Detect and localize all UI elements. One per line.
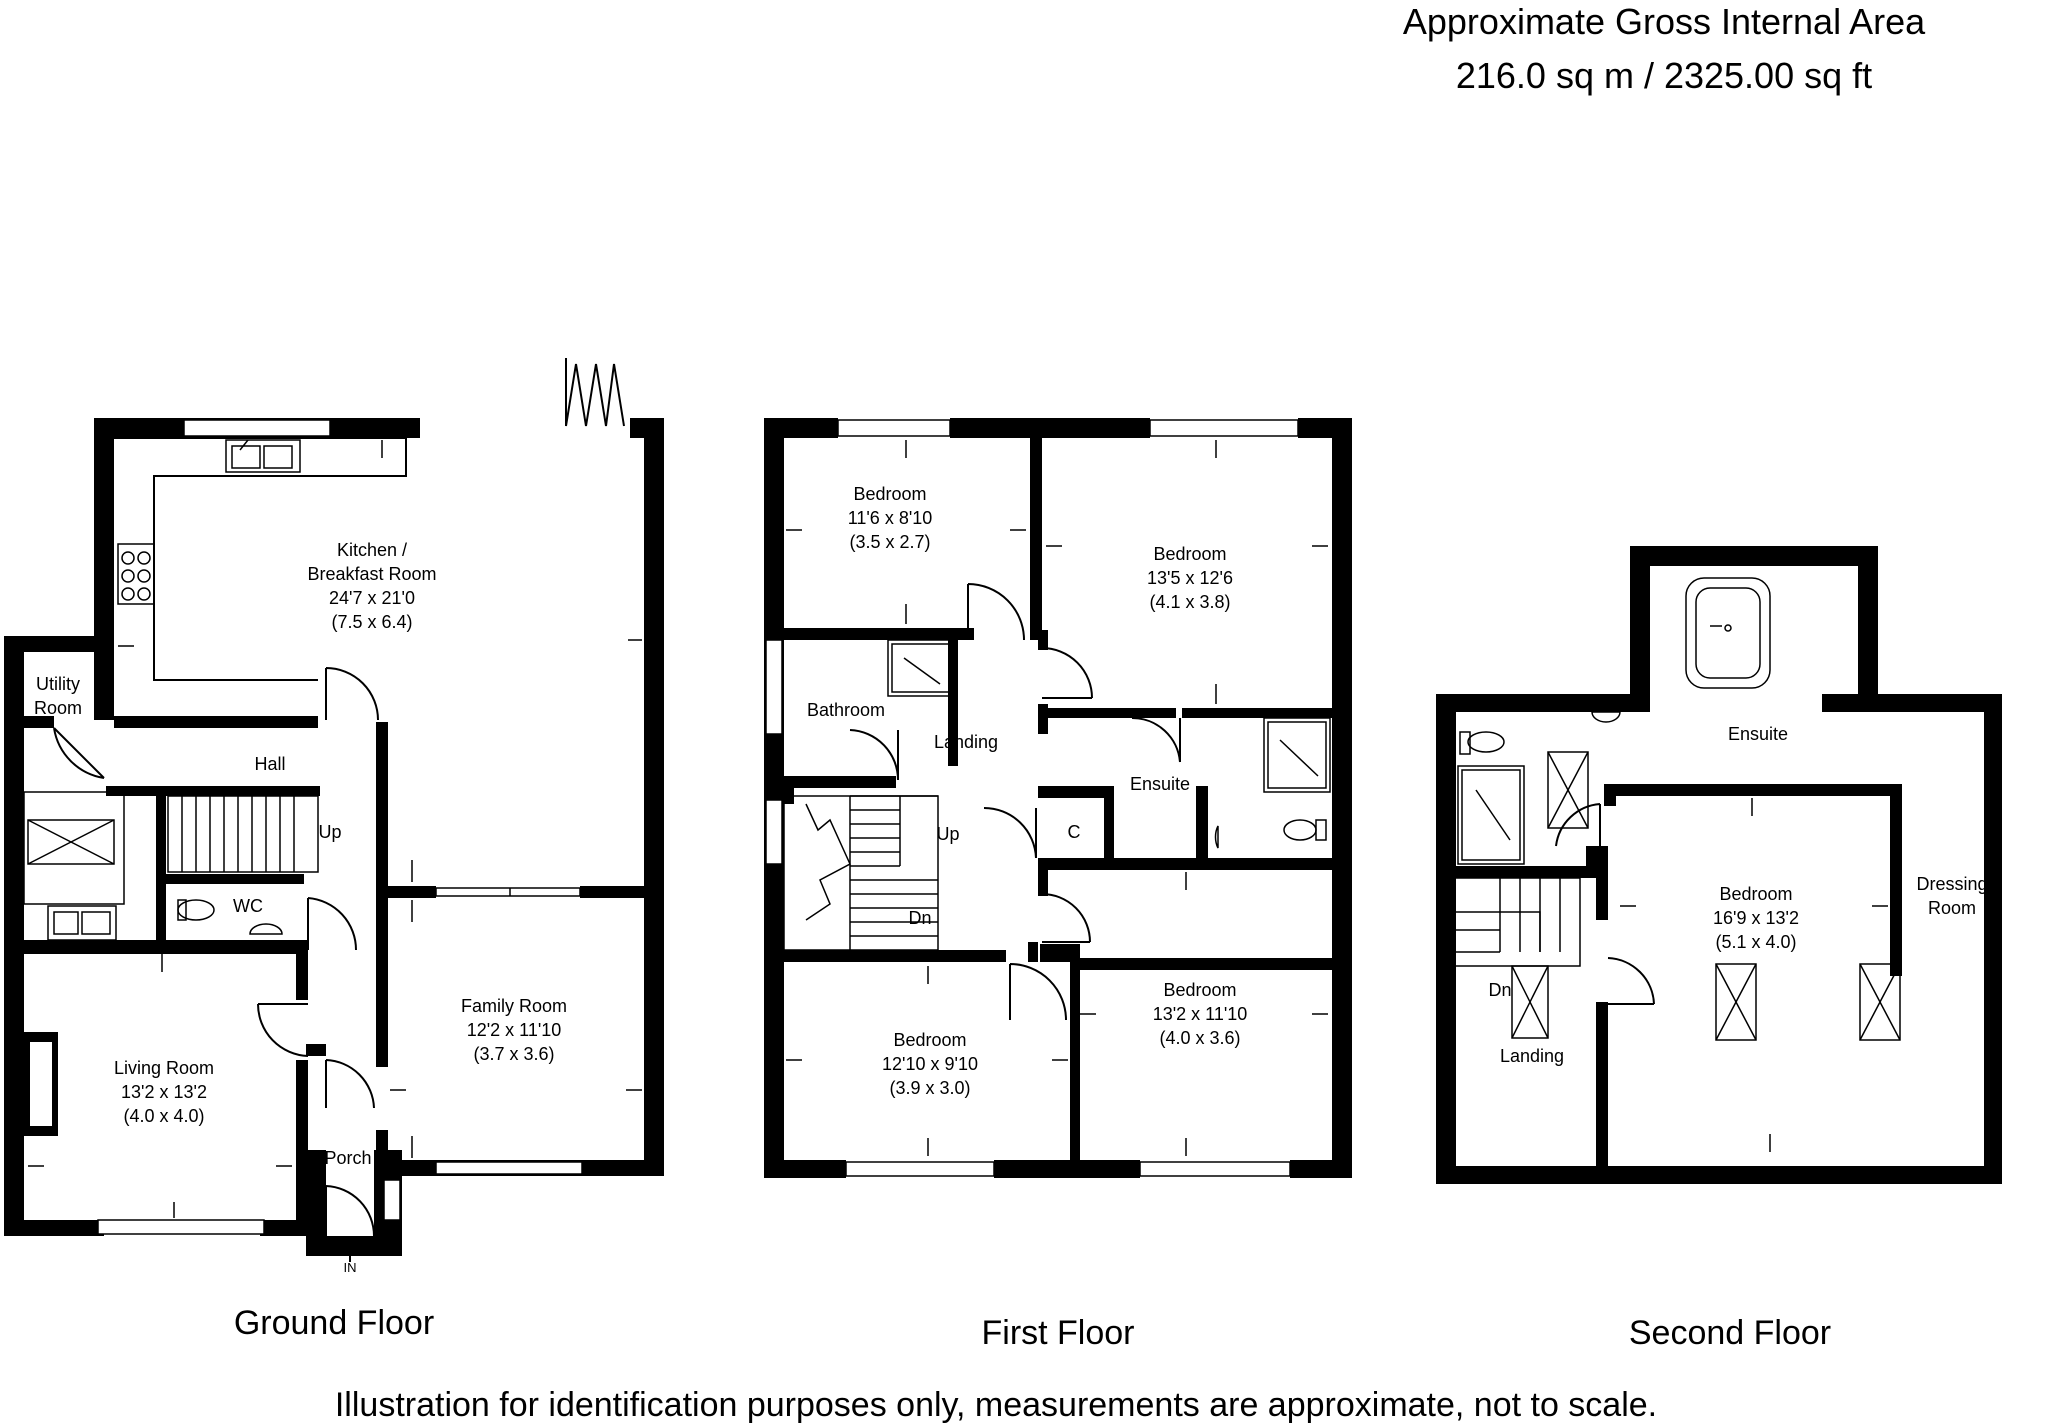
ground-stairs-up: Up <box>318 822 341 842</box>
kitchen-metric: (7.5 x 6.4) <box>331 612 412 632</box>
second-stairs-down: Dn <box>1488 980 1511 1000</box>
first-floor-plan: Bedroom 11'6 x 8'10 (3.5 x 2.7) Bedroom … <box>764 418 1352 1352</box>
kitchen-label-1: Kitchen / <box>337 540 407 560</box>
first-bedroom-se-metric: (4.0 x 3.6) <box>1159 1028 1240 1048</box>
ground-stair-treads <box>181 796 295 872</box>
area-title: Approximate Gross Internal Area <box>1403 1 1926 42</box>
first-measure-ticks <box>786 440 1328 1156</box>
family-label: Family Room <box>461 996 567 1016</box>
first-bedroom-sw-metric: (3.9 x 3.0) <box>889 1078 970 1098</box>
wc-label: WC <box>233 896 263 916</box>
entrance-label: IN <box>344 1260 357 1275</box>
second-landing-label: Landing <box>1500 1046 1564 1066</box>
dressing-label-1: Dressing <box>1916 874 1987 894</box>
first-landing-label: Landing <box>934 732 998 752</box>
second-bedroom-label: Bedroom <box>1719 884 1792 904</box>
first-bedroom-ne-metric: (4.1 x 3.8) <box>1149 592 1230 612</box>
second-ensuite-label: Ensuite <box>1728 724 1788 744</box>
first-bedroom-ne-label: Bedroom <box>1153 544 1226 564</box>
ground-floor-title: Ground Floor <box>234 1304 434 1342</box>
first-ensuite-label: Ensuite <box>1130 774 1190 794</box>
dressing-label-2: Room <box>1928 898 1976 918</box>
hall-label: Hall <box>254 754 285 774</box>
first-bedroom-se-label: Bedroom <box>1163 980 1236 1000</box>
area-value: 216.0 sq m / 2325.00 sq ft <box>1456 55 1872 96</box>
first-bedroom-ne-imperial: 13'5 x 12'6 <box>1147 568 1233 588</box>
cupboard-label: C <box>1068 822 1081 842</box>
first-bedroom-sw-label: Bedroom <box>893 1030 966 1050</box>
first-stair-treads <box>805 795 938 950</box>
living-label: Living Room <box>114 1058 214 1078</box>
first-floor-title: First Floor <box>982 1314 1135 1352</box>
family-metric: (3.7 x 3.6) <box>473 1044 554 1064</box>
first-bedroom-sw-imperial: 12'10 x 9'10 <box>882 1054 978 1074</box>
bathroom-label: Bathroom <box>807 700 885 720</box>
living-metric: (4.0 x 4.0) <box>123 1106 204 1126</box>
second-bedroom-metric: (5.1 x 4.0) <box>1715 932 1796 952</box>
kitchen-imperial: 24'7 x 21'0 <box>329 588 415 608</box>
first-stairs-up: Up <box>936 824 959 844</box>
living-imperial: 13'2 x 13'2 <box>121 1082 207 1102</box>
ground-floor-plan: Kitchen / Breakfast Room 24'7 x 21'0 (7.… <box>4 358 664 1342</box>
first-bedroom-nw-imperial: 11'6 x 8'10 <box>848 508 933 528</box>
family-imperial: 12'2 x 11'10 <box>467 1020 562 1040</box>
second-bedroom-imperial: 16'9 x 13'2 <box>1713 908 1799 928</box>
second-rooflights <box>1511 751 1901 1041</box>
second-floor-plan: Ensuite Bedroom 16'9 x 13'2 (5.1 x 4.0) … <box>1436 546 2002 1352</box>
first-bedroom-nw-label: Bedroom <box>853 484 926 504</box>
second-measure-ticks <box>1620 798 1888 1152</box>
porch-label: Porch <box>324 1148 371 1168</box>
disclaimer: Illustration for identification purposes… <box>335 1386 1657 1424</box>
first-bedroom-se-imperial: 13'2 x 11'10 <box>1153 1004 1248 1024</box>
first-stairs-down: Dn <box>908 908 931 928</box>
first-bedroom-nw-metric: (3.5 x 2.7) <box>849 532 930 552</box>
ground-measure-ticks <box>28 440 642 1218</box>
utility-label-1: Utility <box>36 674 80 694</box>
second-stair-treads <box>1456 877 1581 967</box>
second-floor-title: Second Floor <box>1629 1314 1831 1352</box>
kitchen-label-2: Breakfast Room <box>307 564 436 584</box>
utility-label-2: Room <box>34 698 82 718</box>
